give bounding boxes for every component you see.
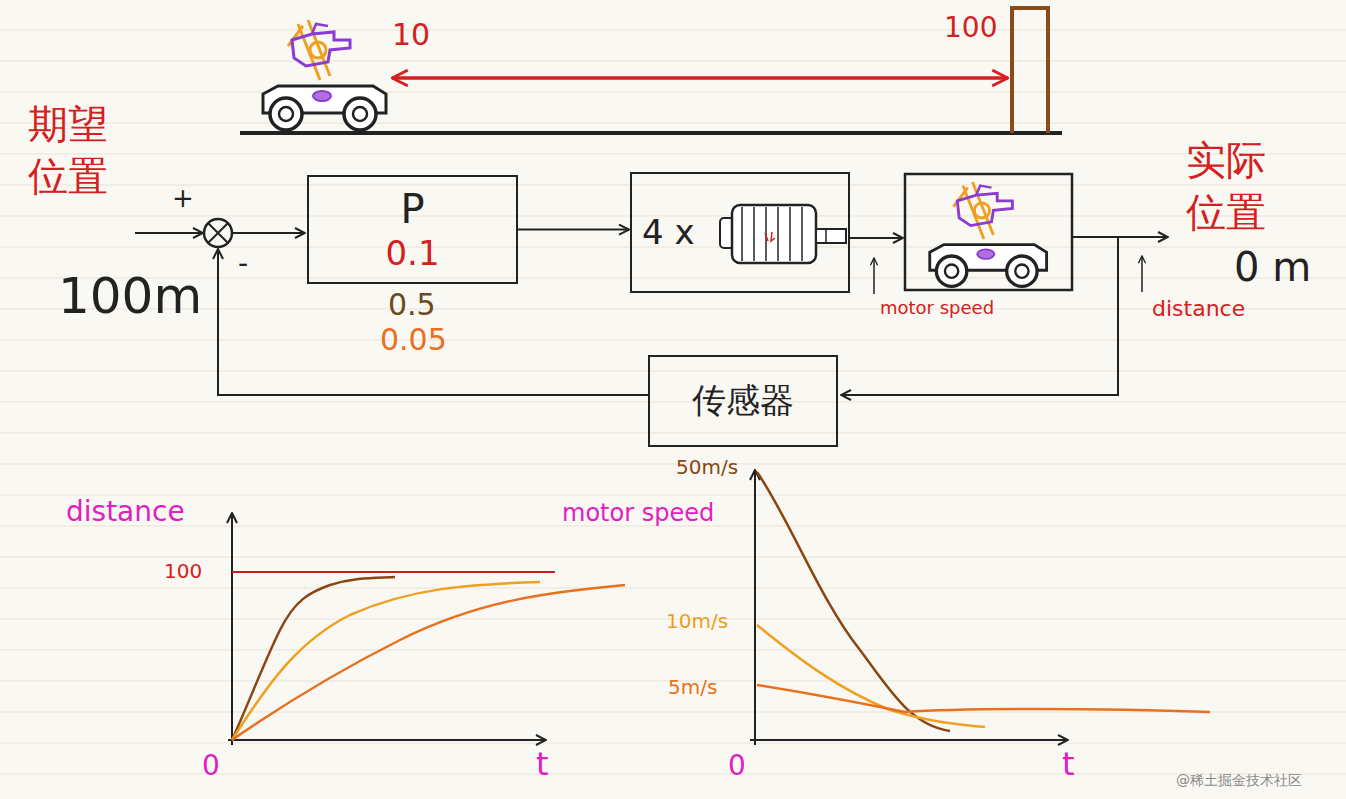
controller-box: P0.1 bbox=[307, 175, 518, 284]
distance-value: 10 bbox=[392, 18, 430, 53]
axis-tick: 10m/s bbox=[666, 610, 728, 633]
box-text: P bbox=[400, 186, 424, 232]
wall bbox=[1012, 8, 1048, 133]
axis-origin: 0 bbox=[202, 750, 220, 782]
speed-chart bbox=[750, 470, 1210, 745]
ground-line bbox=[240, 131, 1062, 135]
sensor-box: 传感器 bbox=[648, 355, 838, 447]
input-wire bbox=[135, 232, 203, 234]
pointer-arrow bbox=[873, 258, 875, 294]
axis-title: distance bbox=[66, 496, 185, 528]
axis-origin: 0 bbox=[728, 750, 746, 782]
watermark: @稀土掘金技术社区 bbox=[1176, 772, 1302, 788]
distance-chart bbox=[228, 513, 625, 745]
output-value: 0 m bbox=[1234, 244, 1311, 290]
axis-tick: 100 bbox=[164, 560, 202, 583]
car-box bbox=[905, 174, 1072, 290]
input-label: 期望 位置 bbox=[28, 98, 120, 202]
gain-value: 0.5 bbox=[388, 288, 436, 323]
signal-name: motor speed bbox=[880, 298, 994, 319]
axis-tick: 5m/s bbox=[668, 676, 717, 699]
signal-arrow bbox=[518, 229, 629, 231]
car-illustration bbox=[930, 182, 1047, 287]
feedback-wire bbox=[841, 237, 1118, 395]
box-text: 4 x bbox=[642, 213, 695, 252]
axis-tick: 50m/s bbox=[676, 456, 738, 479]
distance-value: 100 bbox=[944, 12, 997, 44]
pointer-arrow bbox=[1141, 256, 1143, 292]
motor-illustration bbox=[720, 205, 846, 263]
error-wire bbox=[232, 232, 305, 234]
gain-value: 0.05 bbox=[380, 323, 447, 358]
distance-arrow bbox=[392, 76, 1008, 80]
axis-name: t bbox=[536, 746, 549, 783]
sign-label: + bbox=[172, 184, 194, 214]
motor-box: 4 x bbox=[630, 172, 850, 293]
input-value: 100m bbox=[58, 268, 202, 326]
speed-wire bbox=[850, 237, 903, 239]
signal-name: distance bbox=[1152, 296, 1245, 321]
box-text: 0.1 bbox=[385, 234, 439, 273]
car-illustration bbox=[263, 20, 386, 130]
box-text: 传感器 bbox=[692, 381, 794, 420]
output-wire bbox=[1072, 236, 1168, 238]
output-label: 实际 位置 bbox=[1186, 134, 1278, 238]
sign-label: - bbox=[238, 248, 248, 280]
summing-cross bbox=[208, 223, 228, 243]
summing-junction bbox=[204, 219, 232, 247]
axis-name: t bbox=[1062, 746, 1075, 783]
axis-title: motor speed bbox=[562, 500, 714, 528]
